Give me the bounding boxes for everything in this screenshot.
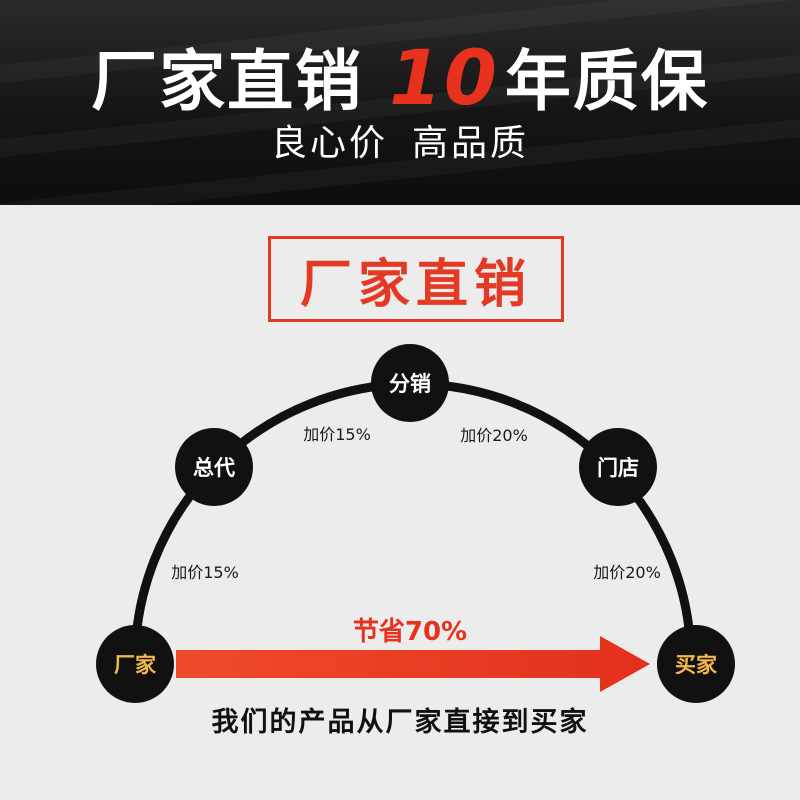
node-factory: 厂家 [96,625,174,703]
headline-right: 年质保 [504,43,709,120]
node-general-agent: 总代 [175,428,253,506]
headline-left: 厂家直销 [91,43,364,120]
node-factory-label: 厂家 [114,653,157,677]
node-store-label: 门店 [597,456,639,480]
markup-factory-general-agent: 加价15% [171,563,239,582]
node-distributor-label: 分销 [389,372,431,396]
markup-distributor-store: 加价20% [460,426,528,445]
headline-number: 10 [389,33,499,122]
node-buyer: 买家 [657,625,735,703]
subheadline-2: 高品质 [412,123,530,164]
node-buyer-label: 买家 [675,653,718,677]
node-store: 门店 [579,428,657,506]
node-general-agent-label: 总代 [193,456,235,480]
savings-label: 节省70% [353,617,467,647]
boxed-title: 厂家直销 [268,236,564,322]
node-distributor: 分销 [371,344,449,422]
markup-general-agent-distributor: 加价15% [303,425,371,444]
subheadline-1: 良心价 [270,123,388,164]
banner-subheadline: 良心价高品质 [0,120,800,168]
savings-arrow [176,636,650,692]
markup-store-buyer: 加价20% [593,563,661,582]
footer-tagline: 我们的产品从厂家直接到买家 [211,707,589,738]
